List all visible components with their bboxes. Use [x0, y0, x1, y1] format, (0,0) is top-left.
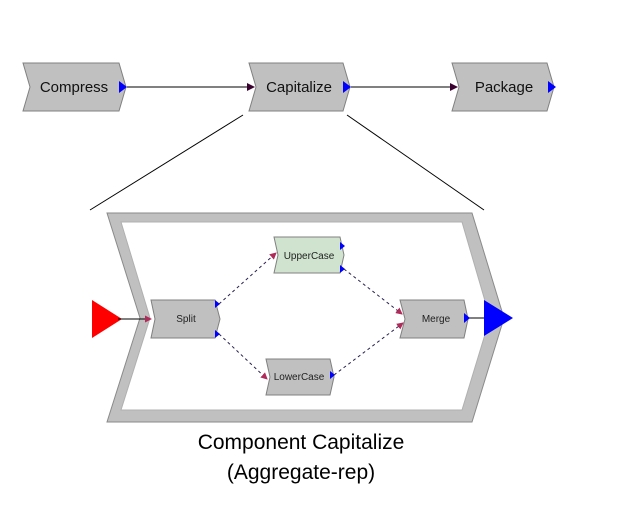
link-lowercase-merge [333, 322, 404, 376]
caption-line-1: Component Capitalize [198, 431, 405, 454]
split-label: Split [176, 314, 196, 325]
stage-compress[interactable]: Compress [22, 62, 127, 112]
uppercase-label: UpperCase [284, 251, 335, 262]
stage-compress-label: Compress [40, 79, 108, 96]
zoom-line-right [346, 114, 485, 211]
output-port-icon [119, 81, 127, 93]
stage-capitalize[interactable]: Capitalize [248, 62, 351, 112]
output-port-icon [548, 81, 556, 93]
component-uppercase[interactable]: UpperCase [273, 236, 345, 274]
stage-capitalize-label: Capitalize [266, 79, 332, 96]
caption-line-2: (Aggregate-rep) [227, 461, 375, 484]
link-split-uppercase [218, 252, 277, 305]
aggregate-output-port-icon [484, 300, 513, 336]
output-port-icon [343, 81, 351, 93]
link-split-lowercase [218, 333, 268, 380]
output-port-icon [340, 265, 345, 273]
merge-label: Merge [422, 314, 451, 325]
output-port-icon [340, 242, 345, 250]
aggregate-input-port-icon [92, 300, 122, 338]
stage-package-label: Package [475, 79, 533, 96]
output-port-icon [215, 300, 220, 308]
stage-package[interactable]: Package [451, 62, 556, 112]
component-split[interactable]: Split [150, 299, 221, 339]
output-port-icon [215, 330, 220, 338]
link-uppercase-merge [343, 268, 403, 315]
lowercase-label: LowerCase [274, 372, 325, 383]
output-port-icon [464, 313, 470, 323]
component-merge[interactable]: Merge [399, 299, 470, 339]
component-lowercase[interactable]: LowerCase [265, 358, 335, 396]
aggregate-frame [106, 212, 505, 423]
zoom-line-left [89, 114, 244, 211]
output-port-icon [330, 371, 335, 379]
